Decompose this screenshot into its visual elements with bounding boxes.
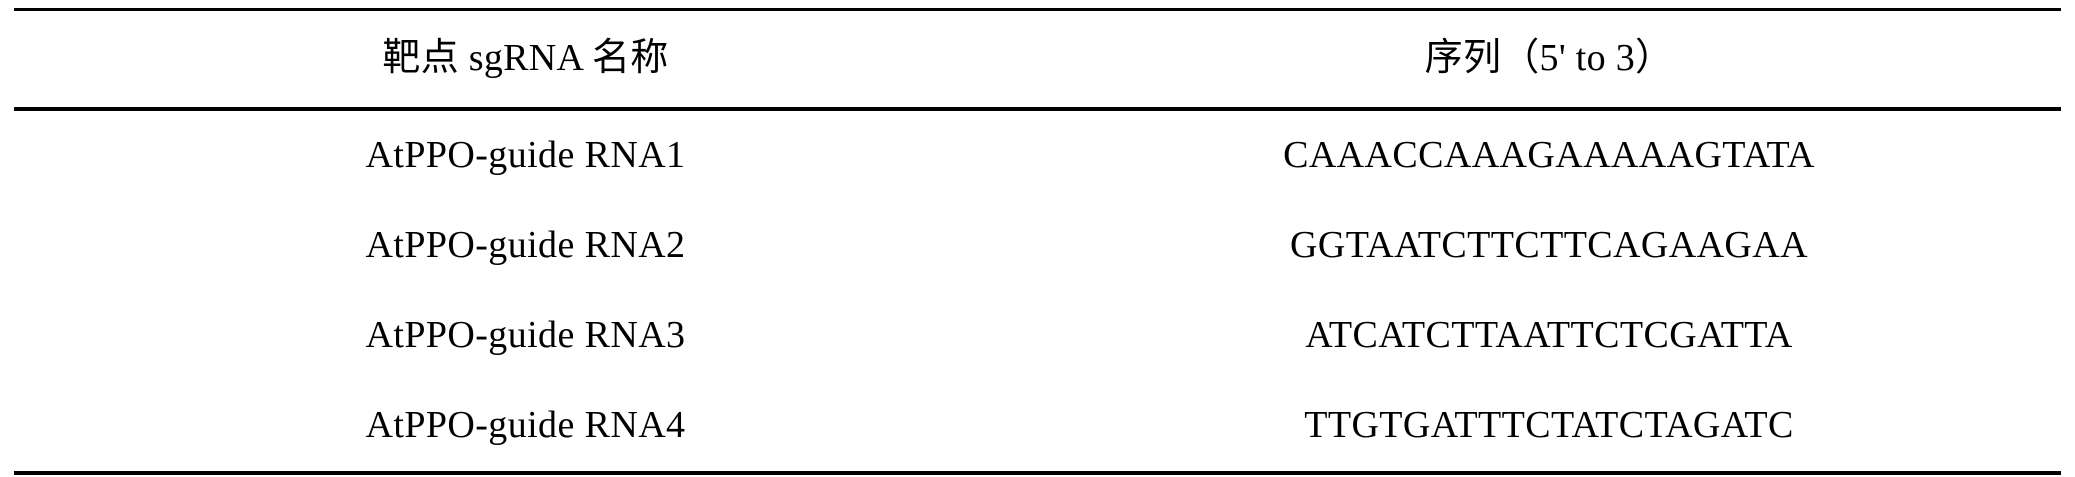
table-body: AtPPO-guide RNA1 CAAACCAAAGAAAAAGTATA At…: [14, 109, 2061, 475]
cell-guide-sequence: ATCATCTTAATTCTCGATTA: [1305, 314, 1793, 357]
top-rule-cell-right: [1037, 8, 2061, 12]
table-header: 靶点 sgRNA 名称 序列（5' to 3）: [14, 8, 2061, 111]
column-header-target-name: 靶点 sgRNA 名称: [14, 11, 1037, 111]
cell-guide-name: AtPPO-guide RNA2: [365, 224, 686, 267]
table-row: AtPPO-guide RNA3 ATCATCTTAATTCTCGATTA: [14, 291, 2061, 381]
cell-guide-name: AtPPO-guide RNA4: [14, 381, 1037, 475]
cell-guide-name: AtPPO-guide RNA1: [365, 134, 686, 177]
table-header-row: 靶点 sgRNA 名称 序列（5' to 3）: [14, 11, 2061, 111]
table-row: AtPPO-guide RNA2 GGTAATCTTCTTCAGAAGAA: [14, 201, 2061, 291]
cell-guide-sequence: GGTAATCTTCTTCAGAAGAA: [1290, 224, 1808, 267]
table-top-rule: [14, 8, 2061, 12]
cell-guide-sequence: CAAACCAAAGAAAAAGTATA: [1283, 134, 1815, 177]
top-rule-cell-left: [14, 8, 1037, 12]
column-header-sequence: 序列（5' to 3）: [1037, 11, 2061, 111]
column-header-sequence-label: 序列（5' to 3）: [1424, 37, 1674, 80]
sgrna-table: 靶点 sgRNA 名称 序列（5' to 3） AtPPO-guide RNA1…: [14, 8, 2061, 475]
column-header-target-name-label: 靶点 sgRNA 名称: [382, 37, 669, 80]
table-row: AtPPO-guide RNA4 TTGTGATTTCTATCTAGATC: [14, 381, 2061, 475]
cell-guide-name: AtPPO-guide RNA3: [365, 314, 686, 357]
cell-guide-sequence: TTGTGATTTCTATCTAGATC: [1037, 381, 2061, 475]
table-row: AtPPO-guide RNA1 CAAACCAAAGAAAAAGTATA: [14, 109, 2061, 201]
